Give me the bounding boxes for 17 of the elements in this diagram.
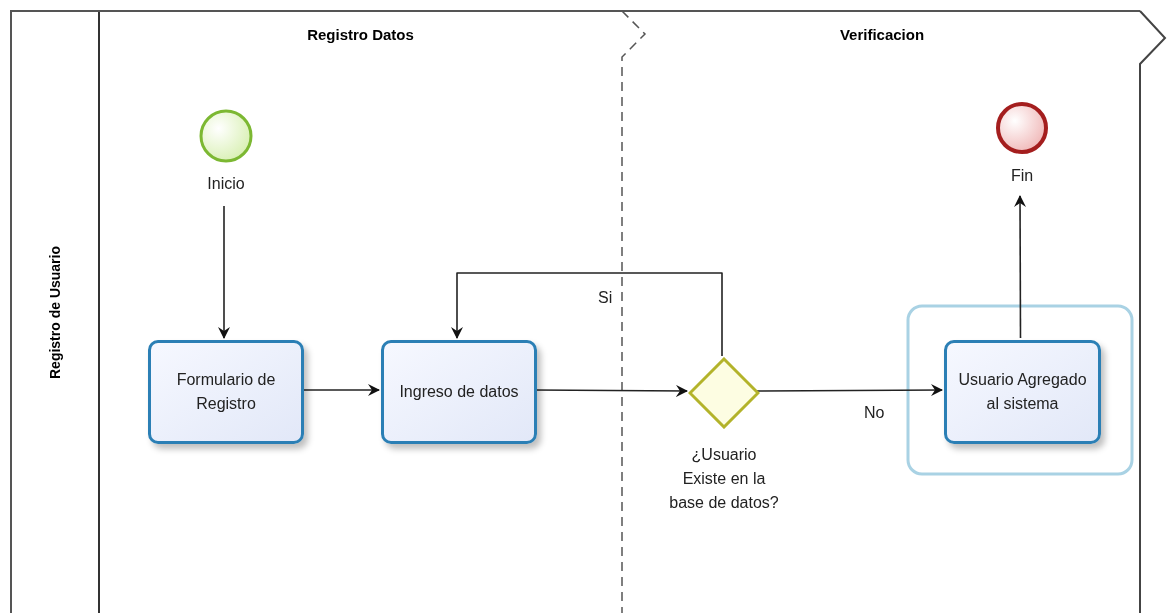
sequence-flow-arrow [1014,195,1027,339]
task-label: Ingreso de datos [399,382,519,402]
task-box [944,340,1101,444]
lane-label: Verificacion [838,25,926,45]
sequence-flow-arrow [451,272,723,357]
task-label: Usuario Agregado al sistema [957,370,1088,414]
task-label: Formulario de Registro [175,370,277,414]
pool [10,10,1140,613]
sequence-flow-arrow [301,384,380,396]
task-box [148,340,304,444]
decision-label: ¿Usuario Existe en la base de datos? [669,445,779,513]
sequence-flow-arrow [218,205,230,339]
sequence-flow-arrow [534,384,688,397]
task-box [381,340,537,444]
sequence-flow-arrow [756,384,943,397]
pool-label: Registro de Usuario [46,246,64,379]
lane-label: Registro Datos [306,25,415,45]
